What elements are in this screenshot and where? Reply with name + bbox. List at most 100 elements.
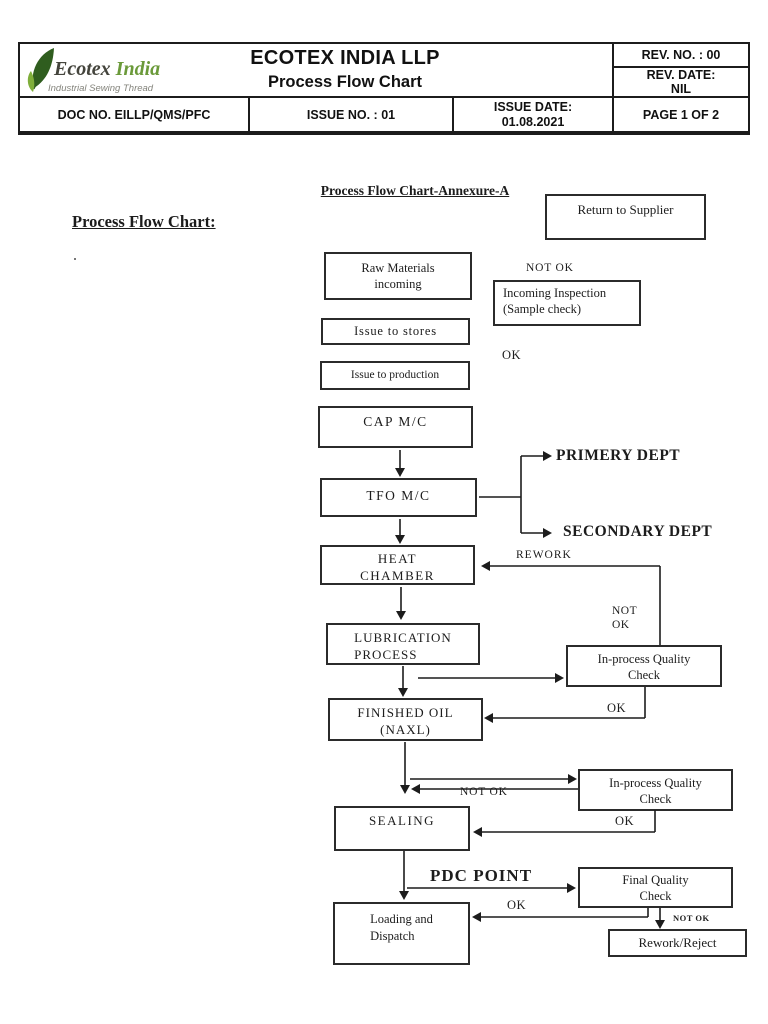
heat-chamber-line2: CHAMBER <box>360 568 435 583</box>
issue-to-production-label: Issue to production <box>350 369 440 381</box>
box-loading-dispatch: Loading and Dispatch <box>333 902 470 965</box>
rev-date-value: NIL <box>670 81 692 96</box>
box-inprocess-qc-1: In-process Quality Check <box>566 645 722 687</box>
box-tfo-mc: TFO M/C <box>320 478 477 517</box>
box-sealing: SEALING <box>334 806 470 851</box>
issue-no-cell: ISSUE NO. : 01 <box>306 108 396 122</box>
arrow-heat-to-lubrication <box>396 587 406 620</box>
final-qc-line1: Final Quality <box>622 873 689 887</box>
box-raw-materials: Raw Materials incoming <box>324 252 472 300</box>
tfo-mc-label: TFO M/C <box>366 488 431 503</box>
table-border-top <box>18 42 750 44</box>
label-ok-4: OK <box>507 898 527 912</box>
label-not-ok-3: NOT OK <box>460 786 508 798</box>
table-row-divider <box>18 96 750 98</box>
incoming-inspection-line2: (Sample check) <box>503 302 582 316</box>
label-ok-1: OK <box>502 348 522 362</box>
logo-wordmark: Ecotex India <box>54 58 160 81</box>
qc1-line2: Check <box>628 668 660 682</box>
label-not-ok-small: NOT OK <box>673 913 710 923</box>
label-primery-dept: PRIMERY DEPT <box>556 447 681 464</box>
arrow-finished-oil-down <box>400 742 410 794</box>
lubrication-line1: LUBRICATION <box>354 630 452 645</box>
box-final-qc: Final Quality Check <box>578 867 733 908</box>
arrow-rework-to-heat <box>481 561 661 645</box>
company-title-cell: ECOTEX INDIA LLP Process Flow Chart <box>150 45 540 95</box>
annexure-title: Process Flow Chart-Annexure-A <box>320 183 510 198</box>
table-rev-divider <box>612 66 750 68</box>
company-name: ECOTEX INDIA LLP <box>250 47 440 69</box>
logo-text-india: India <box>115 58 161 80</box>
arrow-tfo-to-heat <box>395 519 405 544</box>
box-lubrication: LUBRICATION PROCESS <box>326 623 480 665</box>
box-rework-reject: Rework/Reject <box>608 929 747 957</box>
table-border-bottom <box>18 131 750 135</box>
box-heat-chamber: HEAT CHAMBER <box>320 545 475 585</box>
finished-oil-line1: FINISHED OIL <box>357 705 454 720</box>
logo-text-ecotex: Ecotex <box>54 58 111 80</box>
table-col-divider-rev <box>612 42 614 134</box>
box-finished-oil: FINISHED OIL (NAXL) <box>328 698 483 741</box>
sealing-label: SEALING <box>368 813 436 828</box>
label-not-ok-1: NOT OK <box>526 262 574 274</box>
rework-reject-label: Rework/Reject <box>638 935 717 950</box>
table-col-divider-doc <box>248 96 250 134</box>
not-ok-stack-line1: NOT <box>612 605 638 617</box>
document-title: Process Flow Chart <box>267 73 423 91</box>
final-qc-line2: Check <box>639 889 672 903</box>
raw-materials-line1: Raw Materials <box>361 261 435 275</box>
label-ok-2: OK <box>607 701 627 715</box>
lubrication-text: LUBRICATION PROCESS <box>354 629 452 663</box>
qc2-line1: In-process Quality <box>609 776 702 790</box>
label-ok-3: OK <box>615 814 635 828</box>
table-col-divider-issue <box>452 96 454 134</box>
table-border-left <box>18 42 20 134</box>
box-return-to-supplier-label: Return to Supplier <box>577 202 674 217</box>
box-issue-to-stores: Issue to stores <box>321 318 470 345</box>
stray-mark <box>74 258 76 260</box>
lubrication-line2: PROCESS <box>354 647 418 662</box>
issue-to-stores-label: Issue to stores <box>354 324 437 338</box>
label-pdc-point: PDC POINT <box>430 866 533 885</box>
issue-date-label: ISSUE DATE: <box>493 100 573 114</box>
arrow-final-qc-ok-to-loading <box>472 908 649 922</box>
company-logo: Ecotex India Industrial Sewing Thread <box>26 46 231 98</box>
cap-mc-label: CAP M/C <box>363 414 428 429</box>
logo-tagline: Industrial Sewing Thread <box>48 83 154 94</box>
issue-date-value: 01.08.2021 <box>501 115 565 129</box>
box-inprocess-qc-2: In-process Quality Check <box>578 769 733 811</box>
section-heading: Process Flow Chart: <box>72 212 216 231</box>
rev-date-label: REV. DATE: <box>646 67 716 82</box>
issue-date-cell: ISSUE DATE: 01.08.2021 <box>454 97 612 133</box>
page-number-cell: PAGE 1 OF 2 <box>642 108 720 122</box>
label-secondary-dept: SECONDARY DEPT <box>563 523 713 540</box>
bracket-tfo-depts <box>479 451 552 538</box>
loading-text: Loading and Dispatch <box>370 911 433 945</box>
arrow-final-qc-to-rework-reject <box>655 908 665 929</box>
arrow-lubrication-to-qc1 <box>418 673 564 683</box>
label-rework: REWORK <box>516 549 572 561</box>
qc1-line1: In-process Quality <box>597 652 691 666</box>
arrow-sealing-to-loading <box>399 851 409 900</box>
label-not-ok-stack: NOT OK <box>612 604 637 632</box>
rev-no-cell: REV. NO. : 00 <box>641 47 721 62</box>
box-issue-to-production: Issue to production <box>320 361 470 390</box>
arrow-cap-to-tfo <box>395 450 405 477</box>
table-border-right <box>748 42 750 134</box>
qc2-line2: Check <box>639 792 672 806</box>
arrow-lubrication-to-finished-oil <box>398 666 408 697</box>
raw-materials-line2: incoming <box>374 277 422 291</box>
heat-chamber-line1: HEAT <box>377 551 418 566</box>
loading-line1: Loading and <box>370 912 433 926</box>
box-return-to-supplier: Return to Supplier <box>545 194 706 240</box>
box-incoming-inspection: Incoming Inspection (Sample check) <box>493 280 641 326</box>
box-cap-mc: CAP M/C <box>318 406 473 448</box>
incoming-inspection-line1: Incoming Inspection <box>503 286 607 300</box>
leaf-icon <box>27 48 54 92</box>
loading-line2: Dispatch <box>370 929 415 943</box>
doc-no-cell: DOC NO. EILLP/QMS/PFC <box>57 108 211 122</box>
arrow-to-qc2 <box>410 774 577 784</box>
not-ok-stack-line2: OK <box>612 619 630 631</box>
finished-oil-line2: (NAXL) <box>380 722 431 737</box>
